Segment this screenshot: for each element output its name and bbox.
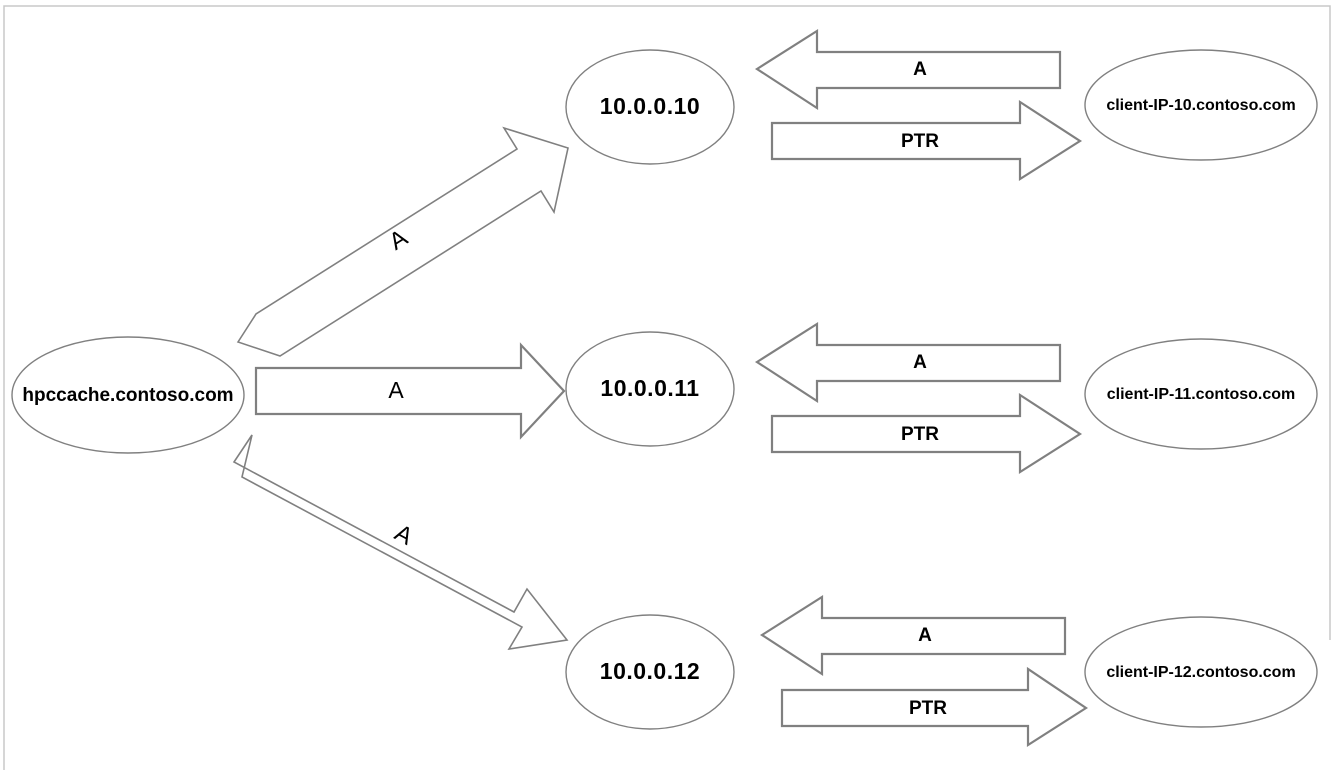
diagonal-arrow-down-right-shape <box>232 434 569 651</box>
arrow-pair-row2: A PTR <box>754 322 1083 474</box>
horizontal-arrow-right-shape <box>254 342 566 440</box>
node-client-label: client-IP-10.contoso.com <box>1106 97 1295 114</box>
node-ip-ellipse <box>565 614 735 730</box>
arrow-a-to-10-0-0-10: A <box>236 126 569 357</box>
node-hpccache[interactable]: hpccache.contoso.com <box>11 336 245 454</box>
node-ip-label: 10.0.0.10 <box>600 93 700 119</box>
node-ip-10-0-0-10[interactable]: 10.0.0.10 <box>565 49 735 165</box>
ptr-record-arrow-right-row2 <box>770 392 1083 474</box>
node-ip-ellipse <box>565 331 735 447</box>
arrow-a-to-10-0-0-11: A <box>254 342 566 440</box>
node-client-label: client-IP-11.contoso.com <box>1107 386 1295 403</box>
node-ip-label: 10.0.0.12 <box>600 658 700 684</box>
node-client-ip-11[interactable]: client-IP-11.contoso.com <box>1084 338 1318 450</box>
arrow-label-a-right-row1: A <box>913 59 927 80</box>
node-client-ip-10[interactable]: client-IP-10.contoso.com <box>1084 49 1318 161</box>
a-record-arrow-left-row2 <box>754 322 1062 404</box>
arrow-label-ptr-row1: PTR <box>901 131 939 152</box>
arrow-label-a-right-row2: A <box>913 352 927 373</box>
node-ip-ellipse <box>565 49 735 165</box>
node-client-ellipse <box>1084 49 1318 161</box>
arrow-a-to-10-0-0-12: A <box>232 434 569 651</box>
node-client-ellipse <box>1084 616 1318 728</box>
a-record-arrow-left-row3 <box>759 595 1067 677</box>
arrow-label-ptr-row2: PTR <box>901 424 939 445</box>
node-client-ellipse <box>1084 338 1318 450</box>
node-ip-label: 10.0.0.11 <box>600 375 699 401</box>
canvas-border <box>3 5 1331 770</box>
arrow-label-a-right-row3: A <box>918 625 932 646</box>
a-record-arrow-left-row1 <box>754 29 1062 111</box>
arrow-label-a-row3: A <box>390 519 417 550</box>
node-hpccache-ellipse <box>11 336 245 454</box>
node-ip-10-0-0-12[interactable]: 10.0.0.12 <box>565 614 735 730</box>
node-hpccache-label: hpccache.contoso.com <box>22 385 233 406</box>
arrow-label-ptr-row3: PTR <box>909 698 947 719</box>
node-client-ip-12[interactable]: client-IP-12.contoso.com <box>1084 616 1318 728</box>
node-ip-10-0-0-11[interactable]: 10.0.0.11 <box>565 331 735 447</box>
arrow-label-a-row2: A <box>388 377 404 403</box>
node-client-label: client-IP-12.contoso.com <box>1106 664 1295 681</box>
ptr-record-arrow-right-row3 <box>780 666 1089 748</box>
diagonal-arrow-up-right-shape <box>236 126 569 357</box>
arrow-pair-row1: A PTR <box>754 29 1083 181</box>
ptr-record-arrow-right-row1 <box>770 99 1083 181</box>
arrow-pair-row3: A PTR <box>759 595 1089 748</box>
